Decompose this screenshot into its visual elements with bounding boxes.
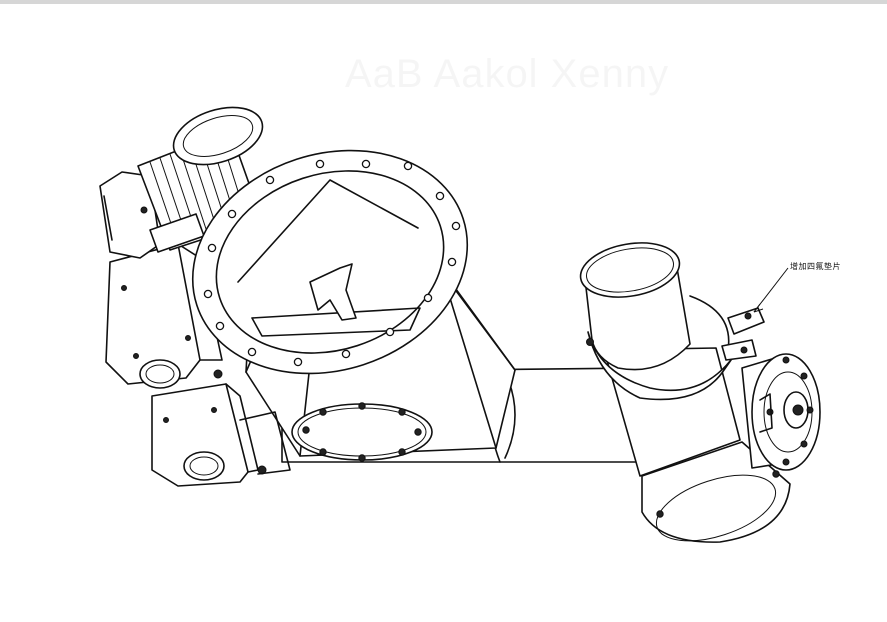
lower-gearbox bbox=[151, 383, 291, 487]
inlet-flange bbox=[191, 149, 469, 375]
callout-label: 增加四氟垫片 bbox=[790, 262, 841, 271]
callout-leader bbox=[753, 267, 789, 313]
vertical-pipe bbox=[579, 242, 741, 477]
clamp-latch bbox=[721, 307, 765, 361]
top-border bbox=[0, 0, 887, 4]
bearing-cap bbox=[741, 353, 821, 471]
upper-gearbox bbox=[105, 243, 223, 389]
inspection-cover bbox=[291, 402, 433, 462]
